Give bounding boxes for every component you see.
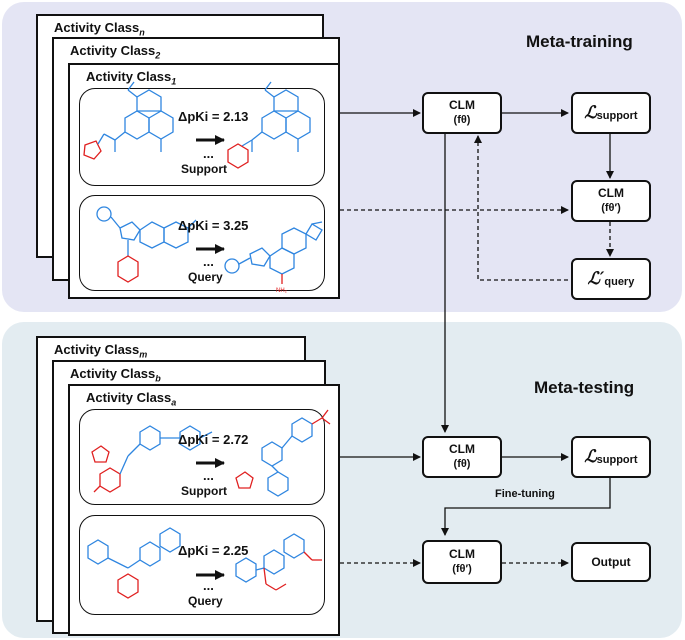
loss-query-node: ℒ′query <box>571 258 651 300</box>
nh2-label: NH₂ <box>276 288 288 294</box>
test-support-molecule-left-change <box>91 445 121 493</box>
test-query-molecule-right <box>235 533 305 583</box>
test-query-caption: Query <box>188 594 223 608</box>
test-query-dots: ... <box>203 578 214 593</box>
card-title: Activity Class2 <box>70 43 161 61</box>
query-caption: Query <box>188 270 223 284</box>
clm-test-node: CLM(fθ) <box>422 436 502 478</box>
meta-training-title: Meta-training <box>526 32 633 51</box>
meta-testing-title: Meta-testing <box>534 378 635 397</box>
edge-lossquery-feedback <box>474 135 568 281</box>
test-query-delta-pki: ΔpKi = 2.25 <box>178 543 249 558</box>
clm-prime-node: CLM(fθ′) <box>571 180 651 222</box>
query-dots: ... <box>203 254 214 269</box>
query-delta-pki: ΔpKi = 3.25 <box>178 218 249 233</box>
test-support-molecule-left <box>127 425 213 457</box>
test-support-molecule-right-change <box>235 409 331 489</box>
support-delta-pki: ΔpKi = 2.13 <box>178 109 249 124</box>
card-title: Activity Classm <box>54 342 148 360</box>
test-support-delta-pki: ΔpKi = 2.72 <box>178 432 249 447</box>
clm-prime-test-node: CLM(fθ′) <box>422 540 502 584</box>
card-title: Activity Classb <box>70 366 161 384</box>
query-pair-box <box>79 195 325 291</box>
test-support-molecule-right <box>261 417 313 497</box>
card-title: Activity Classa <box>86 390 177 408</box>
support-pair-box <box>79 88 325 186</box>
clm-node: CLM(fθ) <box>422 92 502 134</box>
test-support-caption: Support <box>181 484 227 498</box>
query-molecule-right <box>224 221 323 275</box>
test-query-molecule-left <box>87 527 181 569</box>
test-query-molecule-right-change <box>263 551 322 591</box>
card-title: Activity Class1 <box>86 69 177 87</box>
support-pair-box <box>79 409 325 505</box>
support-molecule-right <box>241 81 311 152</box>
test-query-molecule-left-change <box>117 573 139 599</box>
fine-tuning-label: Fine-tuning <box>495 488 555 500</box>
card-title: Activity Classn <box>54 20 145 38</box>
query-molecule-left <box>96 206 197 256</box>
support-molecule-right-change <box>227 143 249 169</box>
query-molecule-left-change <box>117 255 139 283</box>
test-support-dots: ... <box>203 468 214 483</box>
support-molecule-left-change <box>83 140 102 160</box>
edge-finetuning <box>441 478 611 536</box>
output-node: Output <box>571 542 651 582</box>
support-caption: Support <box>181 162 227 176</box>
support-molecule-left <box>103 81 174 152</box>
support-dots: ... <box>203 146 214 161</box>
